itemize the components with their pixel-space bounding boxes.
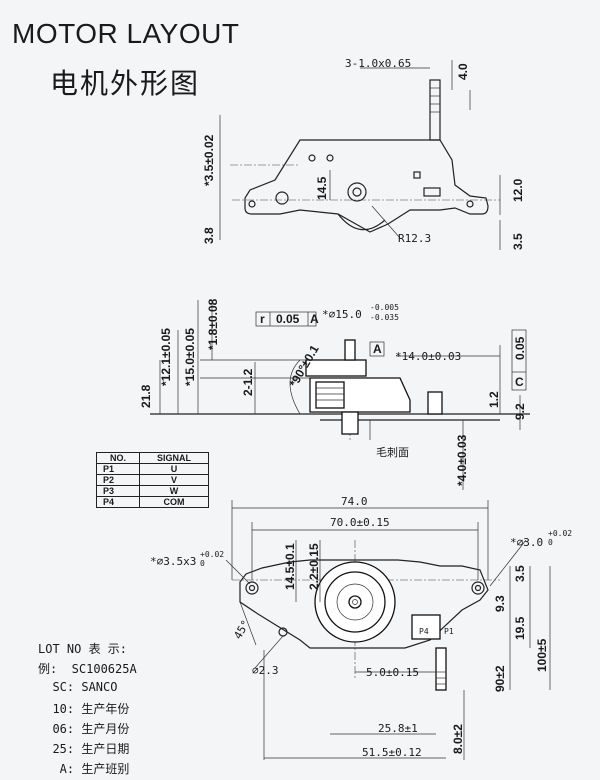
dim-top-3-8: 3.8 — [202, 227, 216, 244]
dim-bottom-74-0: 74.0 — [341, 495, 368, 508]
dim-bottom-51-5: 51.5±0.12 — [362, 746, 422, 759]
dim-bottom-19-5: 19.5 — [513, 616, 527, 640]
bottom-view: P4 P1 74.0 70.0±0.15 *∅3.0 +0.02 0 — [150, 495, 572, 760]
dim-top-3-5-tol: *3.5±0.02 — [202, 134, 216, 186]
col-signal: SIGNAL — [139, 452, 209, 464]
dim-top-r12-3: R12.3 — [398, 232, 431, 245]
top-bracket — [244, 139, 489, 233]
dim-top-4-0: 4.0 — [456, 63, 470, 80]
dim-side-1-2: 1.2 — [487, 391, 501, 408]
bottom-hole-left — [245, 581, 259, 595]
side-shaft — [344, 339, 356, 361]
table-row: P4 COM — [96, 496, 209, 508]
fcf-flatness — [511, 329, 527, 391]
bottom-shaft — [348, 595, 362, 609]
lot-no-heading: LOT NO 表 示: — [38, 642, 128, 656]
side-rotor-top — [305, 359, 367, 377]
table-row: P1 U — [96, 463, 209, 475]
bottom-hole-right — [471, 581, 485, 595]
pin-no: P4 — [96, 496, 140, 508]
fcf-value: 0.05 — [276, 312, 300, 326]
dim-side-12-1: *12.1±0.05 — [159, 328, 173, 386]
top-hole-1 — [275, 191, 289, 205]
dim-bottom-70-0: 70.0±0.15 — [330, 516, 390, 529]
dim-bottom-phi3-5-dn: 0 — [200, 559, 205, 568]
connector-p1: P1 — [444, 627, 454, 636]
dim-bottom-phi3-5-up: +0.02 — [200, 550, 224, 559]
fcf-datum: A — [310, 312, 319, 326]
table-row: P2 V — [96, 474, 209, 486]
table-row: P3 W — [96, 485, 209, 497]
bottom-connector — [411, 614, 441, 640]
bottom-bracket — [239, 559, 489, 649]
fcf-symbol: r — [260, 312, 265, 326]
dim-bottom-25-8: 25.8±1 — [378, 722, 418, 735]
datum-a: A — [373, 342, 382, 356]
lot-no-line: SC: SANCO — [38, 680, 118, 694]
lot-no-example: 例: SC100625A — [38, 662, 137, 676]
dim-side-phi15: *∅15.0 — [322, 308, 362, 321]
dim-side-4-0: *4.0±0.03 — [455, 434, 469, 486]
dim-bottom-45: 45° — [231, 618, 252, 642]
pin-no: P1 — [96, 463, 140, 475]
dim-side-9-2: 9.2 — [513, 403, 527, 420]
pin-no: P3 — [96, 485, 140, 497]
dim-bottom-phi3-0-up: +0.02 — [548, 529, 572, 538]
top-hole-2 — [308, 154, 316, 162]
dim-bottom-3-5: 3.5 — [513, 565, 527, 582]
dim-bottom-8-0: 8.0±2 — [451, 724, 465, 754]
col-no: NO. — [96, 452, 140, 464]
top-motor-arc — [337, 213, 386, 231]
dim-bottom-phi3-5: *∅3.5x3 — [150, 555, 196, 568]
top-hole-3 — [326, 154, 334, 162]
dim-top-12-0: 12.0 — [511, 178, 525, 202]
dim-side-2-1-2: 2-1.2 — [241, 368, 255, 396]
pin-signal: V — [139, 474, 209, 486]
page-subtitle-cn: 电机外形图 — [50, 67, 201, 100]
lot-no-line: 10: 生产年份 — [38, 702, 130, 716]
dim-bottom-100: 100±5 — [535, 638, 549, 672]
dim-side-phi15-dn: -0.035 — [370, 313, 399, 322]
dim-side-14-0: *14.0±0.03 — [395, 350, 461, 363]
dim-bottom-90: 90±2 — [493, 665, 507, 692]
dim-side-21-8: 21.8 — [139, 384, 153, 408]
side-view: r 0.05 A A 0.05 C *12.1±0.05 *15.0±0.05 … — [139, 298, 530, 490]
dim-bottom-phi2-3: ∅2.3 — [252, 664, 279, 677]
lot-no-line: A: 生产班别 — [38, 762, 130, 776]
dim-bottom-2-2: 2.2±0.15 — [307, 543, 321, 590]
top-shaft — [429, 79, 441, 141]
page-title: MOTOR LAYOUT — [12, 18, 240, 49]
fcf-flat-value: 0.05 — [513, 336, 527, 360]
dim-top-3-5: 3.5 — [511, 233, 525, 250]
top-view: 3-1.0x0.65 4.0 *3.5±0.02 14.5 12.0 3.8 3… — [202, 57, 525, 250]
dim-side-phi15-up: -0.005 — [370, 303, 399, 312]
dim-bottom-phi3-0-dn: 0 — [548, 538, 553, 547]
fcf-flat-symbol: C — [515, 375, 524, 389]
pin-no: P2 — [96, 474, 140, 486]
dim-bottom-5-0: 5.0±0.15 — [366, 666, 419, 679]
dim-side-1-8: *1.8±0.08 — [206, 298, 220, 350]
connector-p4: P4 — [419, 627, 429, 636]
dim-bottom-14-5: 14.5±0.1 — [283, 543, 297, 590]
dim-bottom-9-3: 9.3 — [493, 595, 507, 612]
lot-no-line: 25: 生产日期 — [38, 742, 130, 756]
signal-table: NO. SIGNAL P1 U P2 V P3 W P4 COM — [96, 452, 209, 508]
dim-side-15-0: *15.0±0.05 — [183, 328, 197, 386]
pin-signal: W — [139, 485, 209, 497]
pin-signal: COM — [139, 496, 209, 508]
bottom-stem — [435, 647, 447, 691]
pin-signal: U — [139, 463, 209, 475]
dim-bottom-phi3-0: *∅3.0 — [510, 536, 543, 549]
top-hole-5 — [466, 200, 474, 208]
lot-no-line: 06: 生产月份 — [38, 722, 130, 736]
dim-slot: 3-1.0x0.65 — [345, 57, 411, 70]
burr-surface-label: 毛刺面 — [376, 446, 409, 459]
dim-top-14-5: 14.5 — [315, 176, 329, 200]
signal-table-header: NO. SIGNAL — [96, 452, 209, 464]
top-center-boss — [347, 182, 367, 202]
fcf-runout — [255, 311, 317, 327]
top-hole-4 — [248, 200, 256, 208]
datum-a-box — [369, 341, 385, 357]
